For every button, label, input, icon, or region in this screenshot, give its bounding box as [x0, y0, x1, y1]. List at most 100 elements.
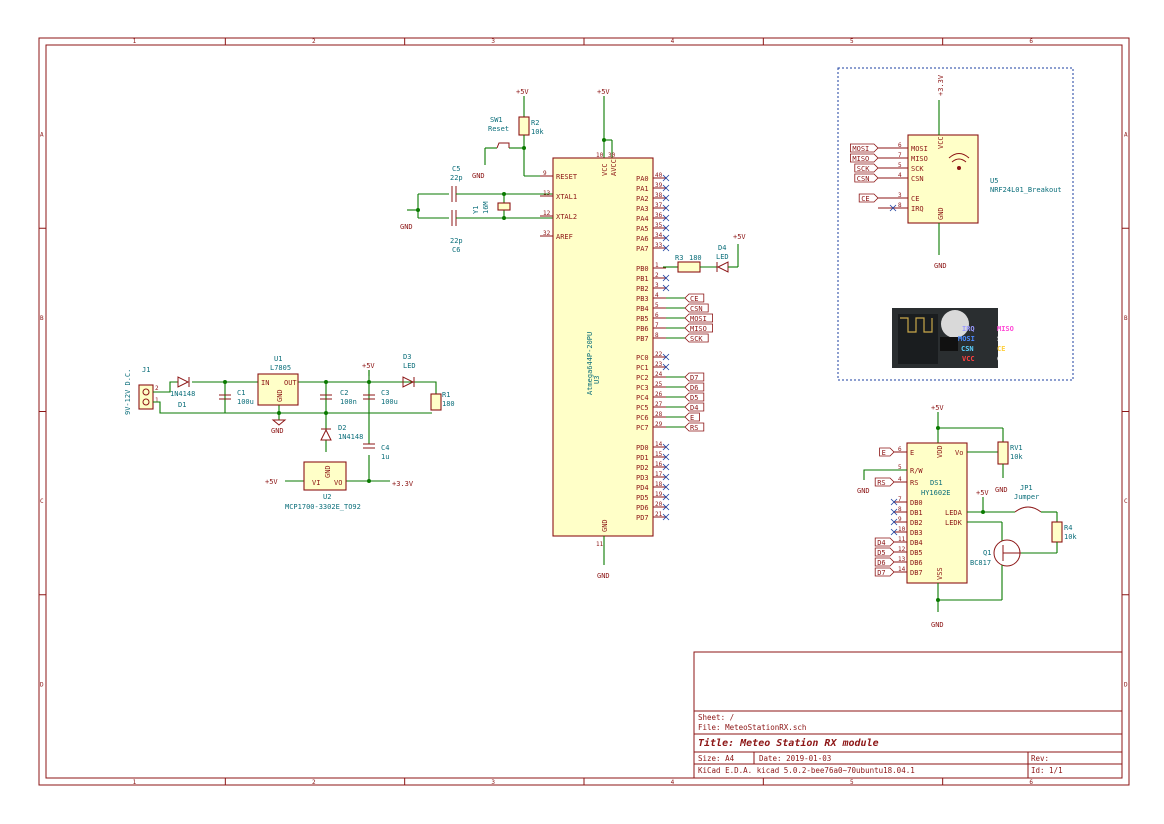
mcu-pin-name: PD2 [636, 464, 649, 472]
photo-pin-label: IRQ [962, 325, 975, 333]
mcu-pin-num: 32 [543, 230, 551, 237]
mcu-pin-num: 25 [655, 381, 663, 388]
u2-gnd: GND [324, 465, 332, 478]
mcu-pin-num: 12 [543, 210, 551, 217]
u2-vo: VO [334, 479, 342, 487]
plus5v-power-flag: +5V [362, 362, 375, 370]
mcu-pin-name: PC4 [636, 394, 649, 402]
frame-col-label-top: 2 [312, 38, 316, 45]
rv1-pot [997, 441, 1009, 465]
d3-ref: D3 [403, 353, 411, 361]
reset-gnd: GND [472, 172, 485, 180]
r4-ref: R4 [1064, 524, 1072, 532]
mcu-pin-num: 27 [655, 401, 663, 408]
ds1-lcd [906, 442, 968, 584]
u5-module [907, 134, 979, 224]
photo-pin-label: CE [997, 345, 1005, 353]
photo-pin-label: SCK [997, 335, 1010, 343]
mcu-pin-num: 5 [655, 302, 659, 309]
frame-row-label-right: D [1124, 681, 1128, 688]
c1-ref: C1 [237, 389, 245, 397]
mcu-pin-name: PA6 [636, 235, 649, 243]
r2-plus5v: +5V [516, 88, 529, 96]
title-block-rev: Rev: [1031, 754, 1049, 763]
lcd-pin-name: DB7 [910, 569, 923, 577]
mcu-pin-num: 26 [655, 391, 663, 398]
net-label: D4 [877, 539, 885, 547]
u5-pin-num: 7 [898, 152, 902, 159]
frame-row-label-right: B [1124, 315, 1128, 322]
lcd-pin-num: 11 [898, 536, 906, 543]
c6-ref: C6 [452, 246, 460, 254]
lcd-section: +5V VDD VSS Vo LEDA LEDK DS1 HY1602E RV1… [857, 404, 1077, 629]
u5-pin-num: 8 [898, 202, 902, 209]
power-supply-section: 9V-12V D.C. J1 2 1 1N4148 D1 C1 100u U [124, 353, 455, 511]
mcu-pin-num: 37 [655, 202, 663, 209]
gnd-pin-num: 11 [596, 541, 604, 548]
lcd-pin-num: 4 [898, 476, 902, 483]
mcu-pin-name: XTAL1 [556, 193, 577, 201]
mcu-pin-name: PD5 [636, 494, 649, 502]
j1-ref: J1 [142, 366, 150, 374]
frame-col-label-bottom: 4 [671, 779, 675, 786]
d4-value: LED [716, 253, 729, 261]
lcd-pin-num: 13 [898, 556, 906, 563]
u5-value: NRF24L01_Breakout [990, 186, 1062, 194]
u5-pin-num: 5 [898, 162, 902, 169]
title-block-sheet: Sheet: / [698, 713, 734, 722]
u5-pin-num: 6 [898, 142, 902, 149]
mcu-pin-name: PA7 [636, 245, 649, 253]
c5-value: 22p [450, 174, 463, 182]
mcu-pin-name: PB6 [636, 325, 649, 333]
mcu-pin-num: 7 [655, 322, 659, 329]
u5-pin-name: MISO [911, 155, 928, 163]
c3-value: 100u [381, 398, 398, 406]
u5-pin-name: CE [911, 195, 919, 203]
u5-pin-name: IRQ [911, 205, 924, 213]
r4-value: 10k [1064, 533, 1077, 541]
mcu-pin-name: PD6 [636, 504, 649, 512]
mcu-pin-name: PC2 [636, 374, 649, 382]
d4-ref: D4 [718, 244, 726, 252]
y1-value: 16M [482, 201, 490, 214]
frame-row-label-right: A [1124, 132, 1128, 139]
u5-pin-name: SCK [911, 165, 924, 173]
lcd-pin-num: 8 [898, 506, 902, 513]
title-block-size: Size: A4 [698, 754, 735, 763]
mcu-pin-name: PC6 [636, 414, 649, 422]
mcu-pin-num: 16 [655, 461, 663, 468]
pb0-led-circuit: R3 180 D4 LED +5V [663, 233, 746, 273]
mcu-pin-name: PB4 [636, 305, 649, 313]
r2-value: 10k [531, 128, 544, 136]
gnd-pin-name: GND [601, 519, 609, 532]
mcu-pin-num: 35 [655, 222, 663, 229]
j1-connector [138, 384, 154, 410]
lcd-pin-num: 7 [898, 496, 902, 503]
lcd-pin-num: 9 [898, 516, 902, 523]
frame-col-label-top: 1 [133, 38, 137, 45]
mcu-pin-name: PC5 [636, 404, 649, 412]
net-label: RS [877, 479, 885, 487]
crystal-gnd: GND [400, 223, 413, 231]
mcu-pin-num: 33 [655, 242, 663, 249]
net-label: MOSI [852, 145, 869, 153]
mcu-pin-num: 39 [655, 182, 663, 189]
mcu-pin-num: 3 [655, 282, 659, 289]
lcd-plus5v: +5V [931, 404, 944, 412]
mcu-pin-num: 24 [655, 371, 663, 378]
radio-dashed-box [837, 67, 1074, 381]
mcu-pin-name: PC7 [636, 424, 649, 432]
u1-in: IN [261, 379, 269, 387]
mcu-pin-num: 19 [655, 491, 663, 498]
u1-gnd: GND [276, 389, 284, 402]
y1-crystal [497, 202, 511, 211]
vcc-pin-num: 10 [596, 152, 604, 159]
mcu-pin-name: RESET [556, 173, 578, 181]
r1-resistor [430, 393, 442, 411]
ds1-value: HY1602E [921, 489, 951, 497]
r3-resistor [677, 261, 701, 273]
u3-body [552, 157, 654, 537]
mcu-pin-num: 40 [655, 172, 663, 179]
u5-pin-name: CSN [911, 175, 924, 183]
